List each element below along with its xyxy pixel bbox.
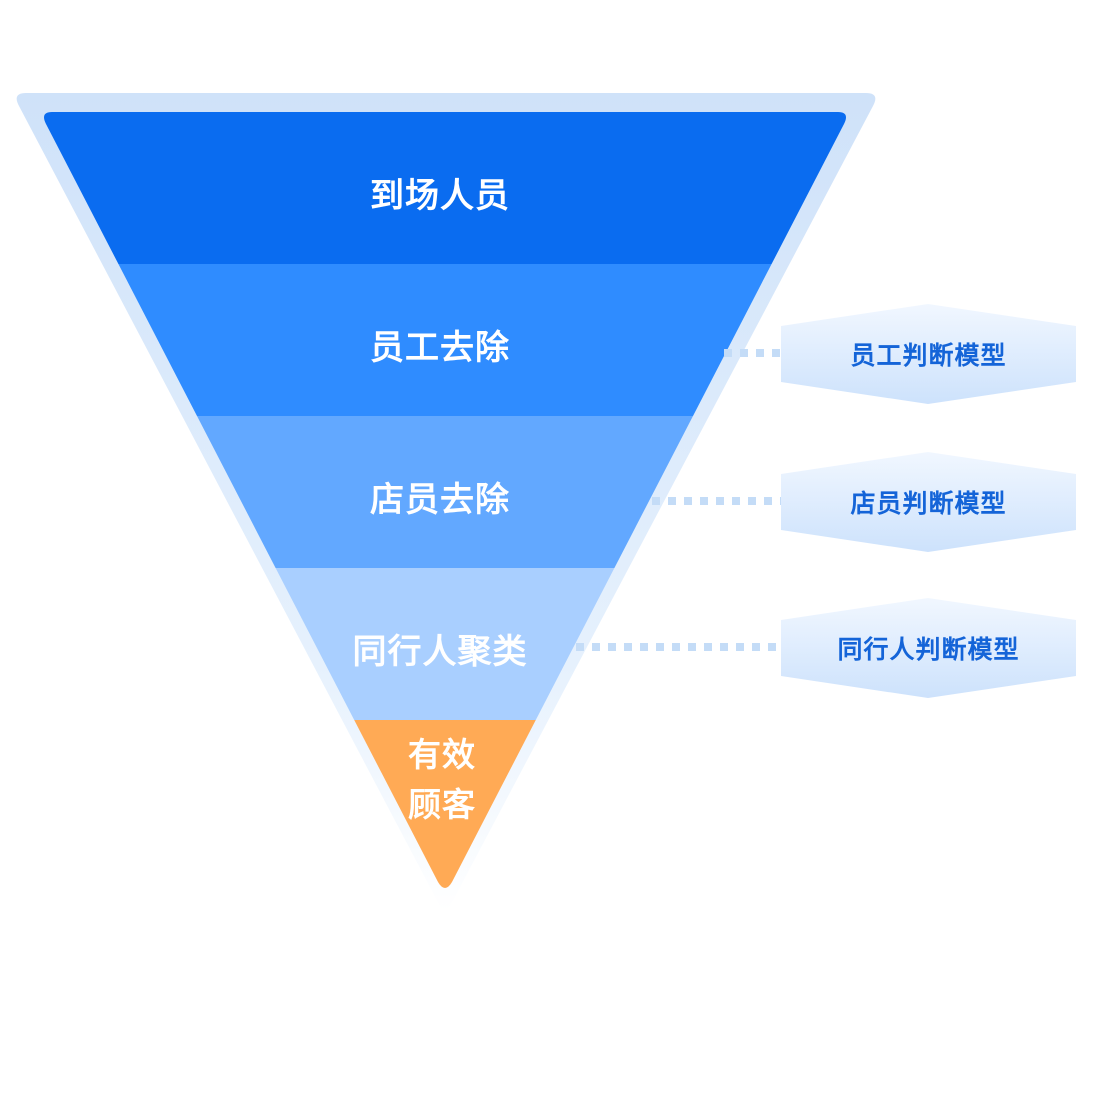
layer-label-companion-clustering: 同行人聚类	[352, 632, 528, 672]
layer-label-remove-clerks: 店员去除	[370, 480, 510, 520]
layer-label-valid-customers: 有效顾客	[408, 735, 476, 824]
tag-shape	[781, 598, 1076, 698]
funnel-layer-band	[44, 720, 846, 888]
model-tag-clerk: 店员判断模型	[781, 452, 1076, 552]
model-tag-staff: 员工判断模型	[781, 304, 1076, 404]
model-tag-label: 店员判断模型	[850, 489, 1007, 518]
tag-shape	[781, 304, 1076, 404]
funnel-layer-band	[44, 112, 846, 264]
model-tag-label: 同行人判断模型	[837, 635, 1020, 664]
model-tag-label: 员工判断模型	[850, 341, 1007, 370]
model-tag-companion: 同行人判断模型	[781, 598, 1076, 698]
layer-label-remove-staff: 员工去除	[370, 328, 510, 368]
layer-label-arrivals: 到场人员	[370, 176, 510, 216]
tag-shape	[781, 452, 1076, 552]
